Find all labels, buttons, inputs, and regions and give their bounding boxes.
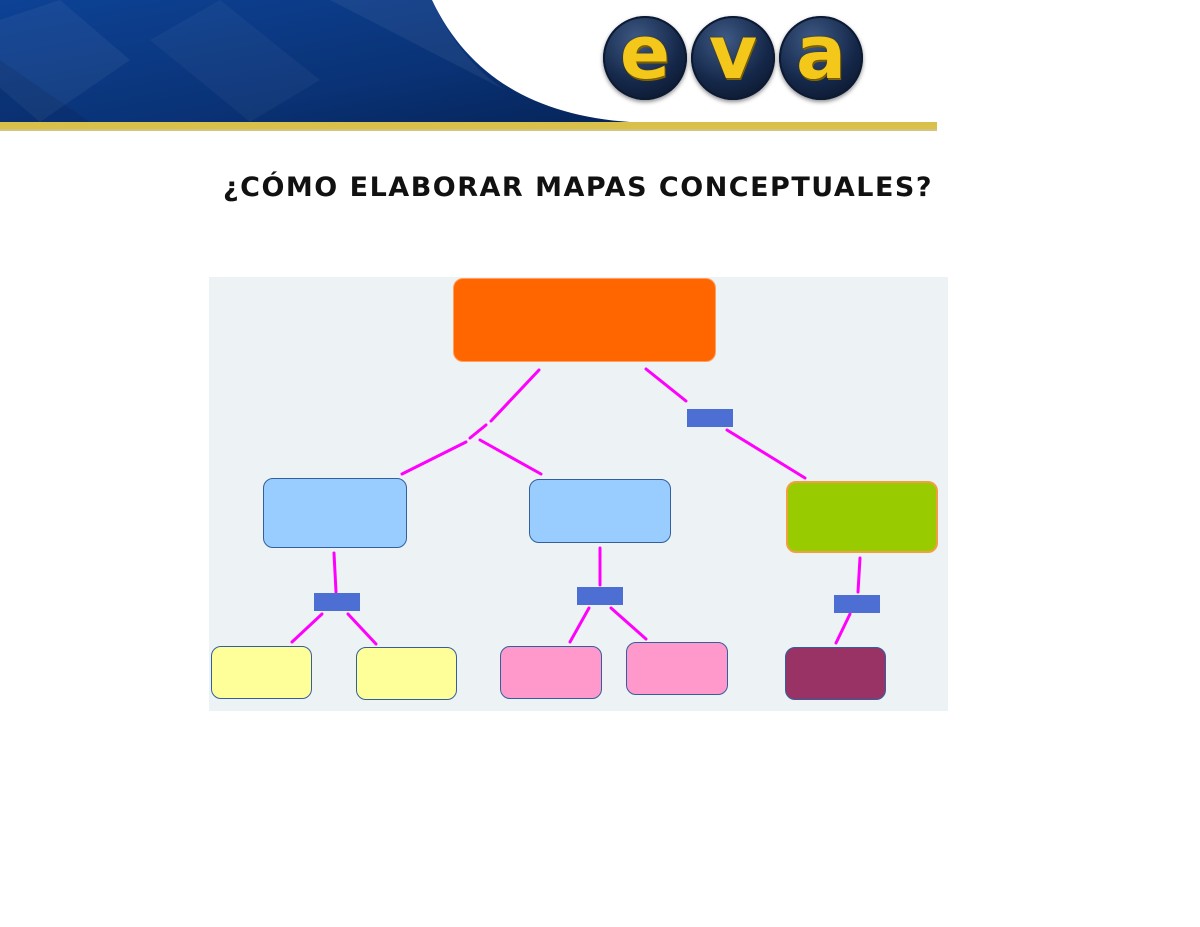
connector-split-a: [400, 440, 468, 476]
link-label-blue-b: [577, 587, 623, 605]
concept-node-blue-b: [529, 479, 671, 543]
banner-blue-shape: [0, 0, 630, 122]
connector-purple: [834, 612, 852, 645]
connector-yellow-b: [346, 612, 378, 646]
concept-node-pink-a: [500, 646, 602, 699]
logo-disc-a: a: [779, 16, 863, 100]
link-label-green: [834, 595, 880, 613]
link-label-blue-a: [314, 593, 360, 611]
connector-label-green: [725, 428, 807, 480]
concept-node-yellow-b: [356, 647, 457, 700]
connector-pink-b: [609, 606, 648, 641]
eva-logo: e v a: [603, 16, 867, 104]
logo-letter-v: v: [708, 10, 758, 96]
concept-node-purple: [785, 647, 886, 700]
logo-letter-a: a: [796, 10, 846, 96]
logo-letter-e: e: [619, 10, 671, 96]
concept-node-green: [786, 481, 938, 553]
connector-yellow-a: [290, 612, 324, 644]
logo-disc-e: e: [603, 16, 687, 100]
header-banner: [0, 0, 940, 135]
page-title: ¿CÓMO ELABORAR MAPAS CONCEPTUALES?: [223, 172, 933, 203]
connector-blue-a-down: [332, 551, 338, 594]
concept-node-pink-b: [626, 642, 728, 695]
connector-pink-a: [568, 606, 591, 644]
concept-node-blue-a: [263, 478, 407, 548]
banner-gold-stripe: [0, 122, 937, 129]
connector-split-b: [478, 438, 543, 476]
link-label-root-green: [687, 409, 733, 427]
logo-disc-v: v: [691, 16, 775, 100]
banner-graphic: [0, 0, 937, 131]
concept-node-root: [453, 278, 716, 362]
connector-root-left-2: [468, 423, 488, 440]
connector-root-left: [489, 368, 541, 423]
concept-node-yellow-a: [211, 646, 312, 699]
connector-green-down: [856, 556, 862, 594]
connector-root-right: [644, 367, 688, 403]
